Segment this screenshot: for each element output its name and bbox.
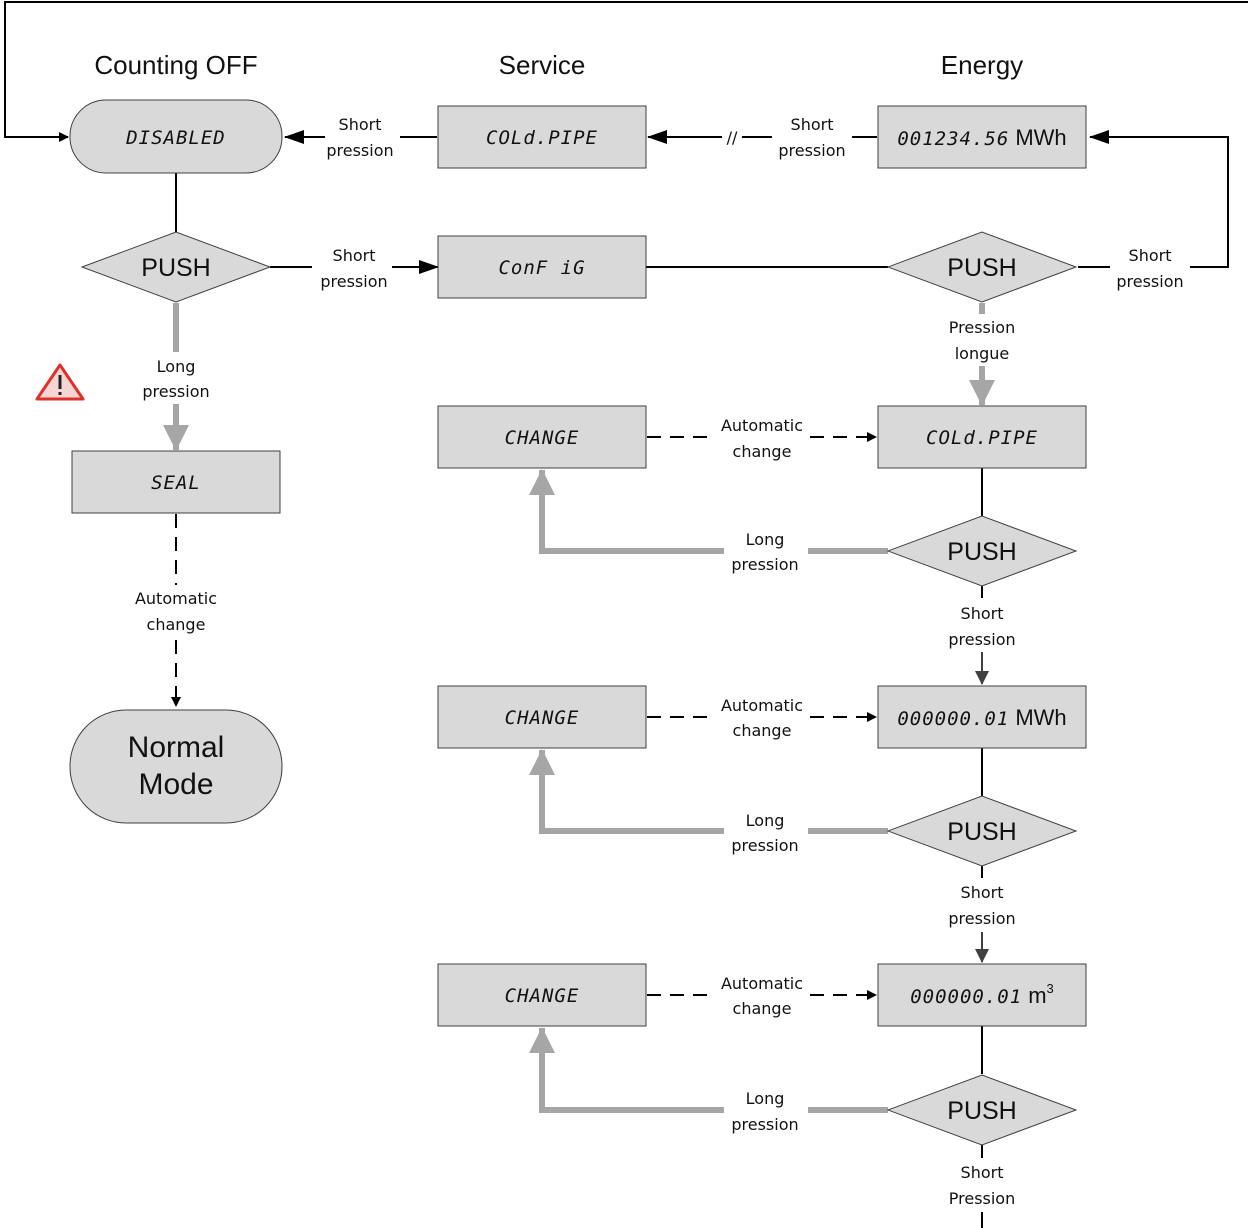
label-long-2: Long <box>746 811 785 830</box>
decision-push-right <box>886 231 1078 303</box>
label-automatic-1: Automatic <box>721 416 803 435</box>
state-seal <box>71 450 281 514</box>
state-cold-pipe-config <box>877 405 1087 469</box>
normal-mode-line2: Mode <box>138 768 213 801</box>
label-short-pression-row3: Pression <box>949 1189 1015 1208</box>
volume-res-unit: m <box>1028 983 1046 1008</box>
label-change-seal: change <box>147 615 206 634</box>
decision-push-3 <box>886 1074 1078 1146</box>
state-energy-resolution <box>877 685 1087 749</box>
label-short-row3: Short <box>961 1163 1004 1182</box>
label-short-pression-row1: pression <box>948 630 1015 649</box>
state-change-1 <box>437 405 647 469</box>
label-pression-3: pression <box>320 272 387 291</box>
cold-pipe-service-text: COLd.PIPE <box>486 127 598 149</box>
label-long-pression-2: pression <box>731 836 798 855</box>
label-short-row2: Short <box>961 883 1004 902</box>
state-normal-mode <box>69 709 283 824</box>
volume-res-value: 000000.01 <box>910 986 1022 1008</box>
long3-arrow <box>529 1027 724 1113</box>
header-service: Service <box>499 50 586 80</box>
label-short-1: Short <box>339 115 382 134</box>
label-change-2: change <box>733 721 792 740</box>
label-pression-2: pression <box>778 141 845 160</box>
config-text: ConF iG <box>498 257 585 279</box>
energy-display: 001234.56 MWh <box>897 125 1066 150</box>
label-change-1: change <box>733 442 792 461</box>
change-3-text: CHANGE <box>505 985 580 1007</box>
label-long-3: Long <box>746 1089 785 1108</box>
outer-loop-connector <box>4 1 1248 142</box>
energy-res-display: 000000.01 MWh <box>897 705 1066 730</box>
label-pression-longue-2: longue <box>955 344 1010 363</box>
energy-value: 001234.56 <box>897 128 1009 150</box>
label-short-3: Short <box>333 246 376 265</box>
label-short-pression-row2: pression <box>948 909 1015 928</box>
label-long-left: Long <box>157 357 196 376</box>
label-pression-left: pression <box>142 382 209 401</box>
push-right-text: PUSH <box>947 254 1016 282</box>
change-1-text: CHANGE <box>505 427 580 449</box>
state-volume-resolution <box>877 963 1087 1027</box>
decision-push-1 <box>886 515 1078 587</box>
state-change-2 <box>437 685 647 749</box>
change-2-text: CHANGE <box>505 707 580 729</box>
break-mark: // <box>727 128 738 147</box>
label-change-3: change <box>733 999 792 1018</box>
state-config <box>437 235 647 299</box>
volume-res-sup: 3 <box>1047 981 1054 996</box>
right-loop-connector <box>1089 130 1229 268</box>
long2-arrow <box>529 749 724 834</box>
decision-push-2 <box>886 795 1078 867</box>
label-pression-4: pression <box>1116 272 1183 291</box>
label-long-1: Long <box>746 530 785 549</box>
push-2-text: PUSH <box>947 818 1016 846</box>
warning-triangle-icon <box>35 363 85 401</box>
volume-res-display: 000000.01 m3 <box>910 981 1054 1008</box>
cold-pipe-config-text: COLd.PIPE <box>926 427 1038 449</box>
label-short-2: Short <box>791 115 834 134</box>
label-long-pression-1: pression <box>731 555 798 574</box>
state-change-3 <box>437 963 647 1027</box>
decision-push-left <box>80 231 272 303</box>
push-3-text: PUSH <box>947 1097 1016 1125</box>
header-counting-off: Counting OFF <box>94 50 257 80</box>
label-long-pression-3: pression <box>731 1115 798 1134</box>
push-left-text: PUSH <box>141 254 210 282</box>
seal-text: SEAL <box>151 472 201 494</box>
disabled-text: DISABLED <box>125 127 226 149</box>
state-disabled <box>69 99 283 174</box>
energy-unit: MWh <box>1015 125 1066 150</box>
label-automatic-3: Automatic <box>721 974 803 993</box>
header-energy: Energy <box>941 50 1023 80</box>
long1-arrow <box>529 469 724 554</box>
label-pression-longue-1: Pression <box>949 318 1015 337</box>
label-automatic-2: Automatic <box>721 696 803 715</box>
normal-mode-line1: Normal <box>128 731 225 764</box>
label-automatic-seal: Automatic <box>135 589 217 608</box>
label-short-row1: Short <box>961 604 1004 623</box>
energy-res-unit: MWh <box>1015 705 1066 730</box>
state-energy <box>877 105 1087 169</box>
label-pression-1: pression <box>326 141 393 160</box>
state-cold-pipe-service <box>437 105 647 169</box>
energy-res-value: 000000.01 <box>897 708 1009 730</box>
label-short-4: Short <box>1129 246 1172 265</box>
push-1-text: PUSH <box>947 538 1016 566</box>
